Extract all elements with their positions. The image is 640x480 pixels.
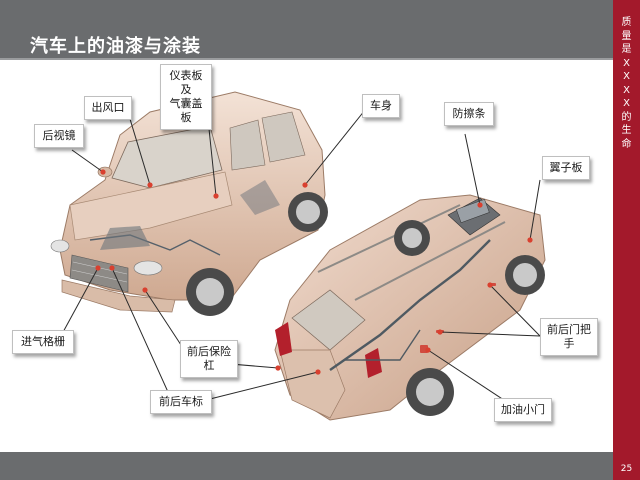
slogan-char: 量 — [621, 30, 632, 42]
callout-label: 出风口 — [91, 101, 125, 114]
callout-label: 翼子板 — [549, 161, 583, 174]
callout-rearview-mirror: 后视镜 — [34, 124, 84, 148]
callout-label: 前后门把手 — [547, 323, 591, 350]
callout-dashboard-airbag-cover: 仪表板及气囊盖板 — [160, 64, 212, 130]
callout-label: 加油小门 — [501, 403, 545, 416]
callout-label: 车身 — [370, 99, 392, 112]
header-bar: 汽车上的油漆与涂装 — [0, 0, 613, 58]
callout-fender: 翼子板 — [542, 156, 590, 180]
callout-bumper-strip: 防擦条 — [444, 102, 494, 126]
callout-label: 进气格栅 — [21, 335, 65, 348]
slogan-char: X — [623, 71, 630, 82]
callout-door-handle: 前后门把手 — [540, 318, 598, 356]
rear-car — [274, 194, 546, 421]
page-title: 汽车上的油漆与涂装 — [30, 36, 201, 57]
callout-label: 仪表板及气囊盖板 — [169, 69, 203, 124]
header-divider — [0, 58, 613, 60]
page-number: 25 — [620, 464, 633, 474]
car-illustration — [50, 91, 546, 421]
callout-intake-grille: 进气格栅 — [12, 330, 74, 354]
slogan-char: X — [623, 84, 630, 96]
slogan-char: 命 — [621, 138, 632, 150]
callout-car-body: 车身 — [362, 94, 400, 118]
slogan-char: 的 — [621, 111, 632, 123]
slogan-char: 生 — [621, 125, 632, 136]
callout-label: 后视镜 — [42, 129, 76, 142]
slogan-char: X — [623, 57, 630, 69]
front-car — [50, 91, 328, 316]
slogan-char: X — [623, 98, 630, 109]
callout-fuel-door: 加油小门 — [494, 398, 552, 422]
slogan-char: 质 — [621, 17, 632, 28]
callout-label: 防擦条 — [452, 107, 486, 120]
callout-label: 前后车标 — [159, 395, 203, 408]
callout-badge: 前后车标 — [150, 390, 212, 414]
callout-label: 前后保险杠 — [187, 345, 231, 372]
footer-bar — [0, 452, 613, 480]
callout-dots — [95, 169, 533, 375]
slogan-char: 是 — [621, 44, 632, 55]
callout-air-vent: 出风口 — [84, 96, 132, 120]
callout-bumper: 前后保险杠 — [180, 340, 238, 378]
